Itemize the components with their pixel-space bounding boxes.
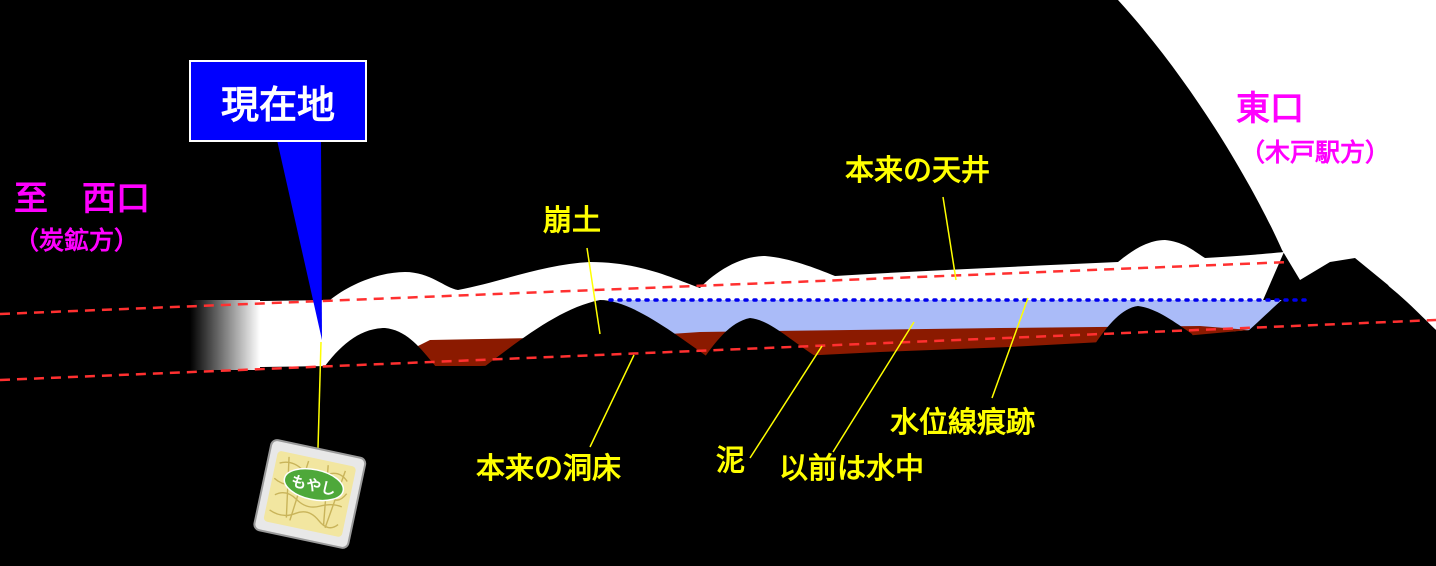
leader-collapse <box>586 247 601 335</box>
moyashi-bag-illustration: もやし <box>253 439 367 549</box>
label-mud: 泥 <box>716 443 746 477</box>
west-direction-subtitle: （炭鉱方） <box>14 226 140 255</box>
label-formerly-underwater: 以前は水中 <box>779 451 925 485</box>
collapse-mound-2 <box>480 300 720 372</box>
collapse-mound-1 <box>322 328 440 372</box>
collapse-mound-3 <box>700 318 820 366</box>
label-original-ceiling: 本来の天井 <box>845 153 991 187</box>
leader-waterline <box>991 297 1029 399</box>
current-location-label: 現在地 <box>189 60 367 142</box>
original-floor-line <box>0 318 1436 382</box>
leader-underwater <box>832 321 915 453</box>
label-collapse: 崩土 <box>543 203 602 237</box>
label-original-floor: 本来の洞床 <box>476 451 622 485</box>
east-direction-title: 東口 <box>1236 89 1304 129</box>
leader-floor <box>589 354 635 448</box>
east-direction-subtitle: （木戸駅方） <box>1240 138 1391 167</box>
collapse-mound-4 <box>1095 306 1196 344</box>
east-rock-mass <box>1235 262 1436 566</box>
label-waterline-trace: 水位線痕跡 <box>890 405 1036 439</box>
west-direction-title: 至 西口 <box>14 179 150 219</box>
original-ceiling-line <box>0 260 1291 316</box>
current-location-pointer <box>277 140 322 340</box>
leader-bag <box>317 341 322 449</box>
east-portal-opening <box>1118 0 1436 330</box>
west-entrance-fade <box>190 300 260 370</box>
leader-ceiling <box>942 196 957 281</box>
bag-green-label <box>283 467 345 502</box>
leader-mud <box>749 345 823 459</box>
